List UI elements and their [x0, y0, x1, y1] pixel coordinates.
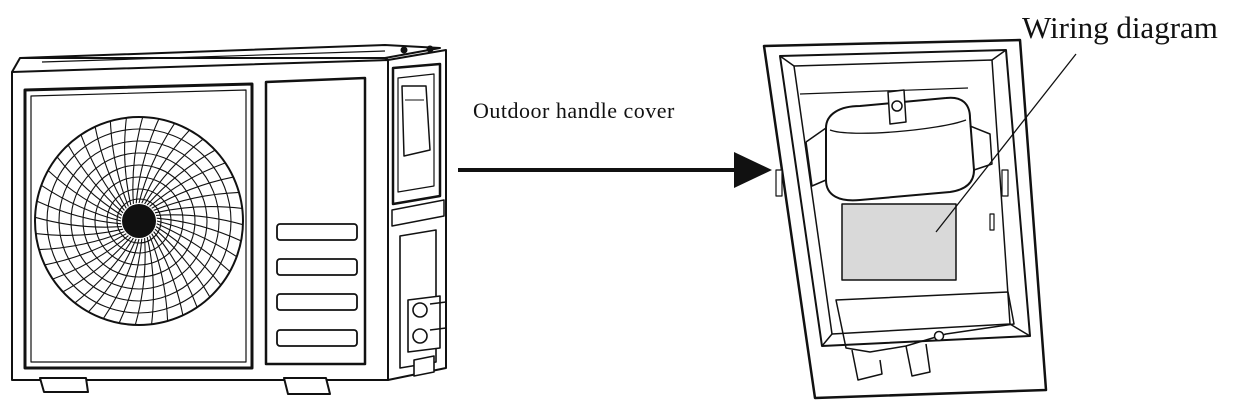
fan-spoke: [156, 214, 244, 226]
fan-spoke: [118, 238, 143, 324]
fan-spoke: [149, 235, 169, 322]
service-valves: [399, 229, 447, 377]
fan-spoke: [44, 233, 127, 266]
fan-spoke: [47, 170, 122, 219]
fan-ring: [94, 176, 184, 266]
fan-spoke: [146, 149, 216, 206]
fan-spoke: [154, 206, 243, 214]
fan-ring: [82, 164, 196, 278]
fan-spoke: [155, 226, 222, 286]
fan-ring: [116, 198, 162, 244]
fan-spoke: [74, 237, 134, 304]
fan-spoke: [146, 236, 154, 325]
fan-spoke: [151, 176, 234, 209]
outdoor-unit: [11, 44, 447, 395]
fan-spoke: [36, 200, 122, 225]
label-outdoor-handle-cover: Outdoor handle cover: [473, 98, 675, 123]
cover-bottom-lip: [835, 291, 1015, 353]
fan-spoke: [144, 138, 204, 205]
fan-spoke: [109, 120, 129, 207]
fan-spoke: [153, 191, 240, 211]
vent-slots: [276, 223, 358, 347]
fan-spoke: [156, 223, 231, 272]
fan-spoke: [67, 144, 124, 214]
arrow-pointer: [458, 152, 772, 188]
fan-spoke: [134, 238, 146, 326]
fan-spoke: [88, 238, 137, 313]
fan-spoke: [154, 228, 211, 298]
fan-spoke: [151, 233, 184, 316]
fan-ring: [34, 116, 244, 326]
fan-spoke: [80, 134, 125, 211]
unit-foot-right: [283, 377, 331, 395]
unit-foot-left: [39, 377, 89, 393]
fan-hub: [122, 204, 156, 238]
fan-spoke: [138, 122, 176, 204]
unit-top-panel: [19, 44, 441, 59]
fan-spoke: [135, 118, 160, 204]
fan-spoke: [35, 228, 124, 236]
fan-spoke: [94, 126, 127, 209]
fan-ring: [58, 140, 220, 302]
fan-spoke: [62, 236, 132, 293]
fan-spoke: [102, 238, 140, 320]
fan-ring: [70, 152, 208, 290]
fan-spoke: [34, 216, 122, 228]
wiring-diagram-area: [841, 203, 957, 281]
fan-ring: [46, 128, 232, 314]
fan-ring: [106, 188, 172, 254]
fan-spoke: [56, 156, 123, 216]
fan-spoke: [149, 162, 226, 207]
fan-spoke: [153, 231, 198, 308]
fan-spoke: [124, 117, 132, 206]
fan-grille: [34, 116, 244, 326]
handle-cover-detail: [762, 38, 1048, 400]
fan-spoke: [156, 217, 242, 242]
fan-spoke: [52, 235, 129, 280]
fan-spoke: [40, 184, 122, 222]
fan-spoke: [132, 116, 144, 204]
fan-spoke: [38, 231, 125, 251]
label-wiring-diagram: Wiring diagram: [1022, 10, 1218, 45]
front-access-panel: [264, 76, 367, 366]
fan-spoke: [141, 129, 190, 204]
fan-spoke: [156, 220, 238, 258]
wiring-leader-line: [935, 53, 1077, 233]
